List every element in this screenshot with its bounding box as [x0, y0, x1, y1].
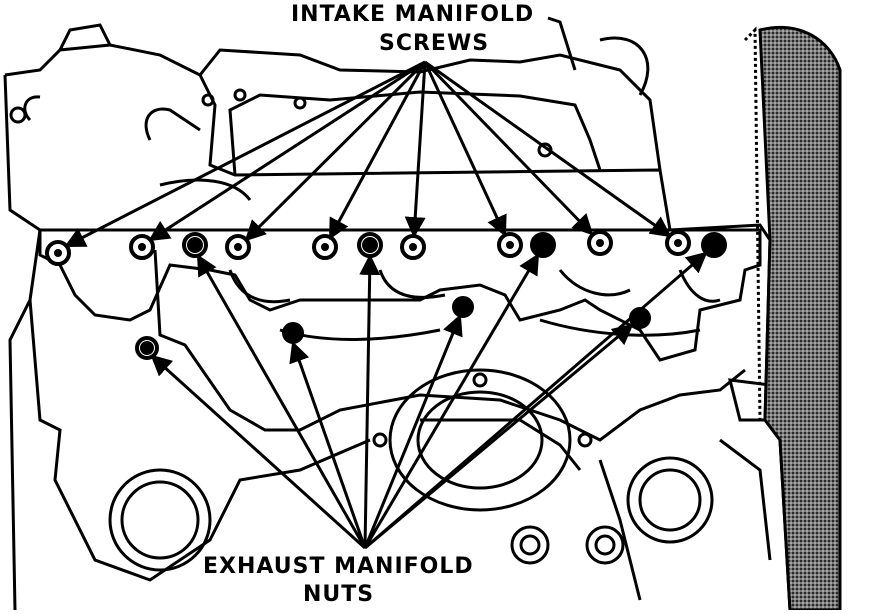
- front-cover: [28, 299, 777, 601]
- exhaust-nut: [701, 232, 727, 258]
- intake-screws: [45, 230, 691, 266]
- intake-label-line1: INTAKE MANIFOLD: [288, 4, 538, 26]
- exhaust-label-line2: NUTS: [300, 584, 378, 606]
- intake-label-line2: SCREWS: [376, 33, 493, 55]
- intake-leader-lines: [64, 60, 672, 248]
- exhaust-nuts: [135, 232, 727, 360]
- exhaust-nut: [530, 232, 556, 258]
- exhaust-leader-lines: [150, 251, 708, 550]
- exhaust-nut: [452, 296, 474, 318]
- intake-label-leader: [547, 16, 577, 71]
- exhaust-nut: [282, 322, 304, 344]
- exhaust-label-line1: EXHAUST MANIFOLD: [200, 556, 477, 578]
- drive-belt: [743, 25, 842, 612]
